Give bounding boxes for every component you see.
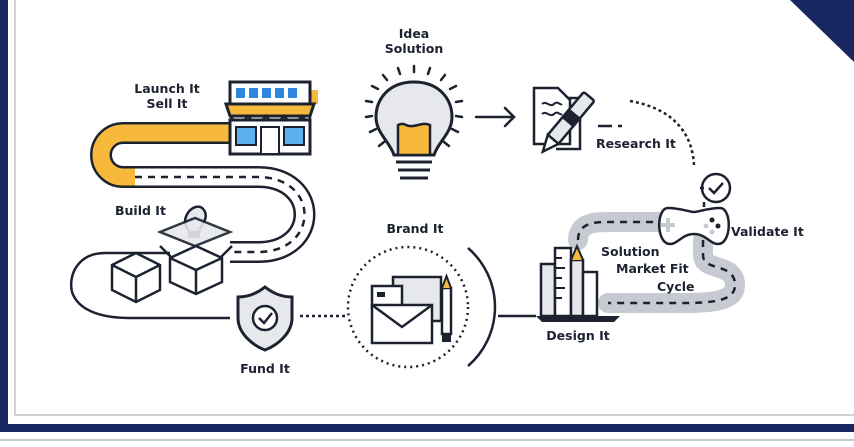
labels: Idea Solution Launch It Sell It Research… bbox=[115, 26, 804, 376]
arrow-right-icon bbox=[474, 106, 516, 128]
cycle-title-line1: Solution bbox=[601, 244, 660, 259]
inner-frame bbox=[14, 0, 854, 416]
fund-label: Fund It bbox=[240, 361, 290, 376]
outer-frame bbox=[0, 0, 854, 432]
brand-circle bbox=[346, 245, 497, 369]
ruler-icon bbox=[536, 243, 620, 322]
cycle-title-line3: Cycle bbox=[657, 279, 695, 294]
checkmark-icon bbox=[258, 312, 273, 325]
pencil-icon bbox=[440, 273, 453, 342]
cycle-title-line2: Market Fit bbox=[616, 261, 689, 276]
launch-label-line2: Sell It bbox=[146, 96, 187, 111]
boxes-icon bbox=[110, 205, 234, 304]
gamepad-icon bbox=[658, 172, 732, 246]
build-label: Build It bbox=[115, 203, 166, 218]
checkmark-icon bbox=[708, 182, 724, 195]
connectors bbox=[69, 99, 696, 320]
road-right bbox=[568, 212, 746, 314]
shield-icon bbox=[236, 285, 294, 352]
envelope-icon bbox=[370, 303, 434, 345]
launch-label-line1: Launch It bbox=[134, 81, 200, 96]
road-gray bbox=[135, 166, 316, 263]
document-pen-icon bbox=[532, 86, 595, 154]
corner-triangle bbox=[790, 0, 854, 62]
design-label: Design It bbox=[546, 328, 609, 343]
idea-label-line1: Idea bbox=[399, 26, 430, 41]
lightbulb-icon bbox=[364, 64, 464, 180]
store-icon bbox=[223, 80, 317, 156]
validate-label: Validate It bbox=[731, 224, 804, 239]
idea-label-line2: Solution bbox=[385, 41, 444, 56]
research-label: Research It bbox=[596, 136, 676, 151]
brand-label: Brand It bbox=[387, 221, 444, 236]
